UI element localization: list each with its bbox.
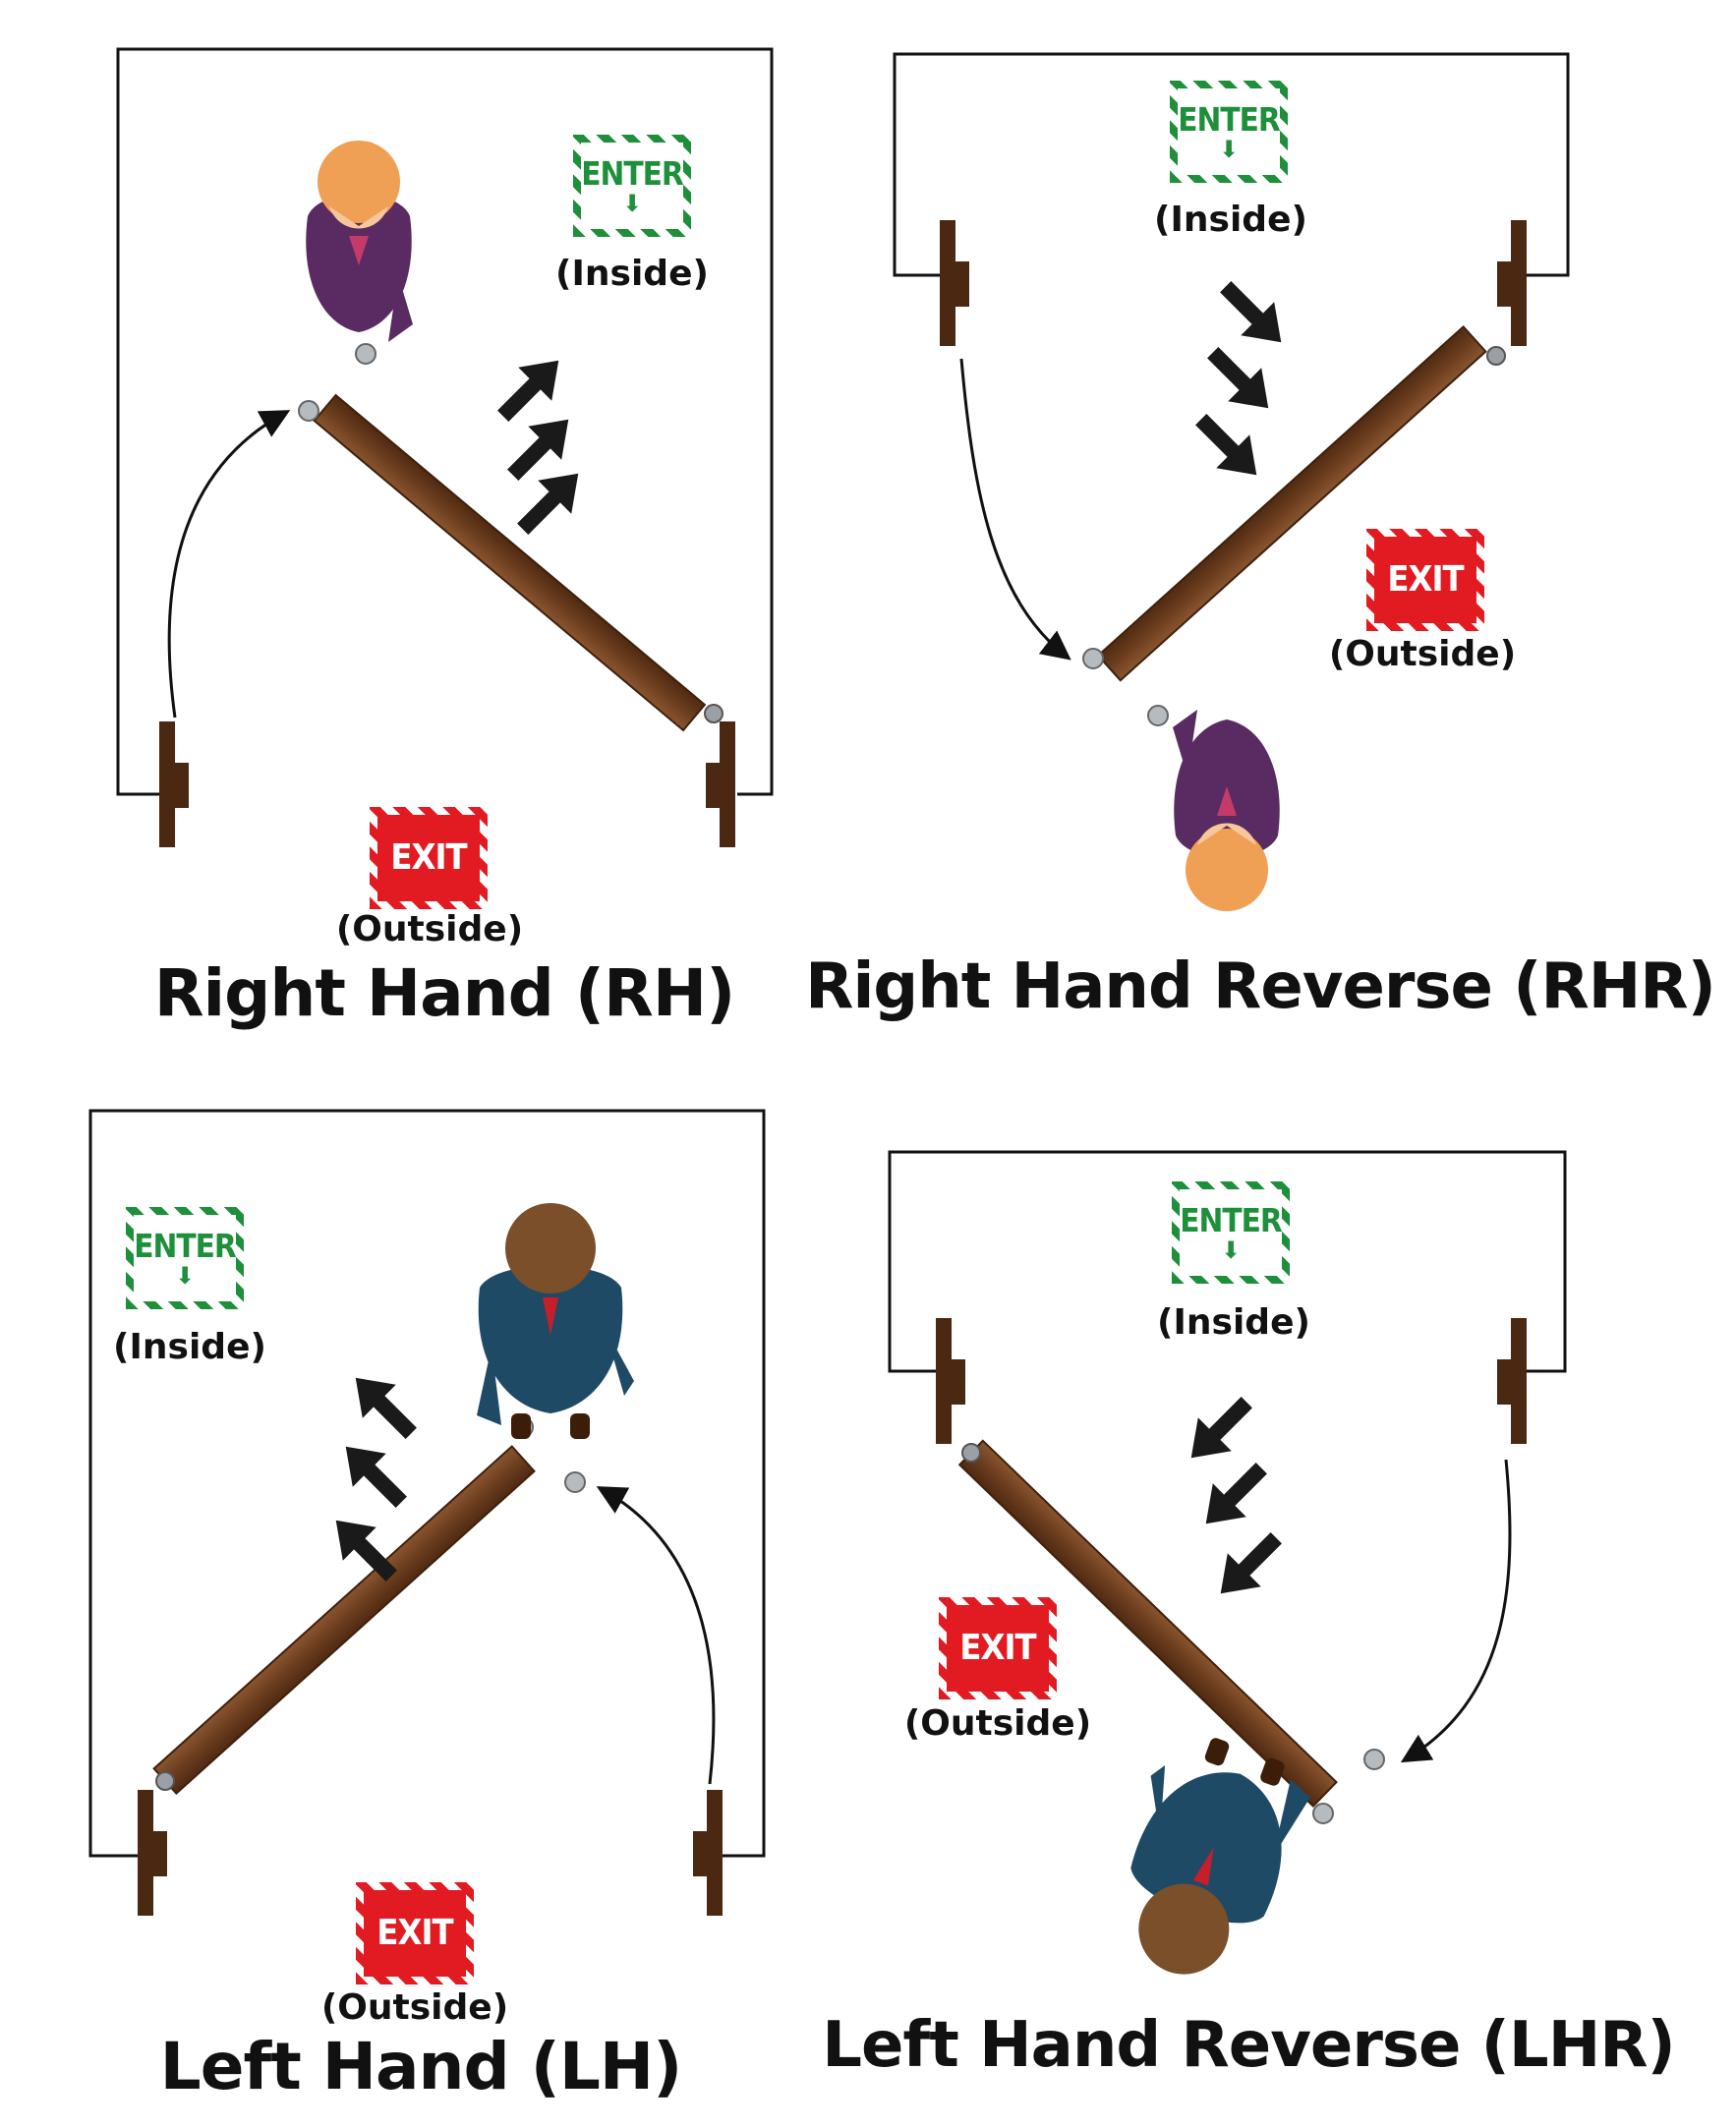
frame-right bbox=[1497, 220, 1527, 346]
exit-sign-text: EXIT bbox=[390, 837, 467, 878]
panel-left-hand bbox=[88, 1109, 766, 1916]
exit-sign-text: EXIT bbox=[959, 1628, 1036, 1668]
room-outline bbox=[893, 52, 1570, 277]
direction-arrow bbox=[1203, 1521, 1294, 1611]
exit-sign: EXIT bbox=[356, 1882, 474, 1984]
swing-arrow bbox=[596, 1486, 716, 1785]
inside-label: (Inside) bbox=[1154, 200, 1307, 240]
room-outline bbox=[88, 1109, 766, 1858]
exit-sign: EXIT bbox=[939, 1597, 1057, 1699]
panel-right-hand-reverse bbox=[893, 52, 1570, 911]
direction-arrow bbox=[486, 343, 576, 433]
frame-right bbox=[693, 1790, 723, 1916]
woman-person-icon bbox=[306, 141, 413, 342]
enter-sign: ENTER⬇ bbox=[1170, 81, 1288, 183]
enter-sign: ENTER⬇ bbox=[126, 1207, 244, 1309]
man-person-icon bbox=[1130, 1738, 1310, 1975]
down-arrow-icon: ⬇ bbox=[621, 189, 643, 217]
door-knob bbox=[1082, 648, 1104, 669]
inside-label: (Inside) bbox=[1157, 1302, 1310, 1343]
exit-sign: EXIT bbox=[1366, 529, 1484, 631]
panel-title-rh: Right Hand (RH) bbox=[153, 955, 736, 1031]
down-arrow-icon: ⬇ bbox=[174, 1261, 196, 1290]
panel-title-rhr: Right Hand Reverse (RHR) bbox=[805, 950, 1716, 1023]
down-arrow-icon: ⬇ bbox=[1218, 135, 1240, 163]
enter-sign-text: ENTER bbox=[134, 1226, 237, 1265]
panel-right-hand bbox=[116, 47, 774, 847]
door-knob bbox=[298, 400, 319, 422]
hinge bbox=[155, 1771, 175, 1791]
enter-sign: ENTER⬇ bbox=[1172, 1181, 1290, 1284]
enter-sign: ENTER⬇ bbox=[573, 135, 691, 237]
exit-sign: EXIT bbox=[370, 807, 488, 909]
direction-arrow bbox=[1195, 335, 1286, 426]
door-knob-inside bbox=[355, 343, 376, 365]
door-leaf bbox=[152, 1445, 536, 1796]
outside-label: (Outside) bbox=[335, 909, 524, 949]
down-arrow-icon: ⬇ bbox=[1220, 1236, 1242, 1264]
door-knob bbox=[564, 1471, 586, 1493]
room-outline bbox=[116, 47, 774, 796]
enter-sign-text: ENTER bbox=[1178, 99, 1281, 139]
swing-arrow bbox=[167, 410, 291, 719]
panel-left-hand-reverse bbox=[888, 1150, 1567, 1975]
man-person-icon bbox=[477, 1203, 634, 1439]
door-leaf bbox=[313, 393, 707, 732]
enter-sign-text: ENTER bbox=[581, 153, 684, 193]
woman-person-icon bbox=[1173, 710, 1280, 911]
swing-arrow bbox=[1400, 1459, 1512, 1763]
frame-right bbox=[1497, 1318, 1527, 1444]
direction-arrow bbox=[1184, 402, 1274, 492]
hinge bbox=[961, 1443, 981, 1463]
exit-sign-text: EXIT bbox=[1387, 559, 1464, 600]
frame-left bbox=[138, 1790, 167, 1916]
hinge bbox=[1486, 346, 1506, 366]
frame-left bbox=[940, 220, 969, 346]
direction-arrow bbox=[338, 1360, 429, 1451]
panel-title-lhr: Left Hand Reverse (LHR) bbox=[822, 2009, 1676, 2082]
room-outline bbox=[888, 1150, 1567, 1373]
swing-arrow bbox=[959, 358, 1071, 661]
hinge bbox=[704, 704, 723, 723]
enter-sign-text: ENTER bbox=[1180, 1200, 1283, 1239]
direction-arrow bbox=[1208, 269, 1299, 360]
frame-left bbox=[936, 1318, 965, 1444]
door-knob-outside bbox=[1312, 1803, 1334, 1824]
inside-label: (Inside) bbox=[113, 1327, 266, 1367]
frame-right bbox=[706, 721, 735, 847]
door-knob-outside bbox=[1147, 705, 1169, 726]
direction-arrow bbox=[1188, 1451, 1279, 1541]
exit-sign-text: EXIT bbox=[376, 1913, 453, 1953]
direction-arrow bbox=[1174, 1385, 1264, 1475]
outside-label: (Outside) bbox=[320, 1987, 509, 2028]
panel-title-lh: Left Hand (LH) bbox=[159, 2029, 683, 2104]
outside-label: (Outside) bbox=[1328, 634, 1517, 674]
direction-arrow bbox=[328, 1429, 419, 1520]
door-knob bbox=[1363, 1749, 1385, 1770]
inside-label: (Inside) bbox=[555, 254, 709, 294]
door-leaf bbox=[1096, 324, 1487, 682]
frame-left bbox=[159, 721, 189, 847]
outside-label: (Outside) bbox=[903, 1703, 1092, 1744]
